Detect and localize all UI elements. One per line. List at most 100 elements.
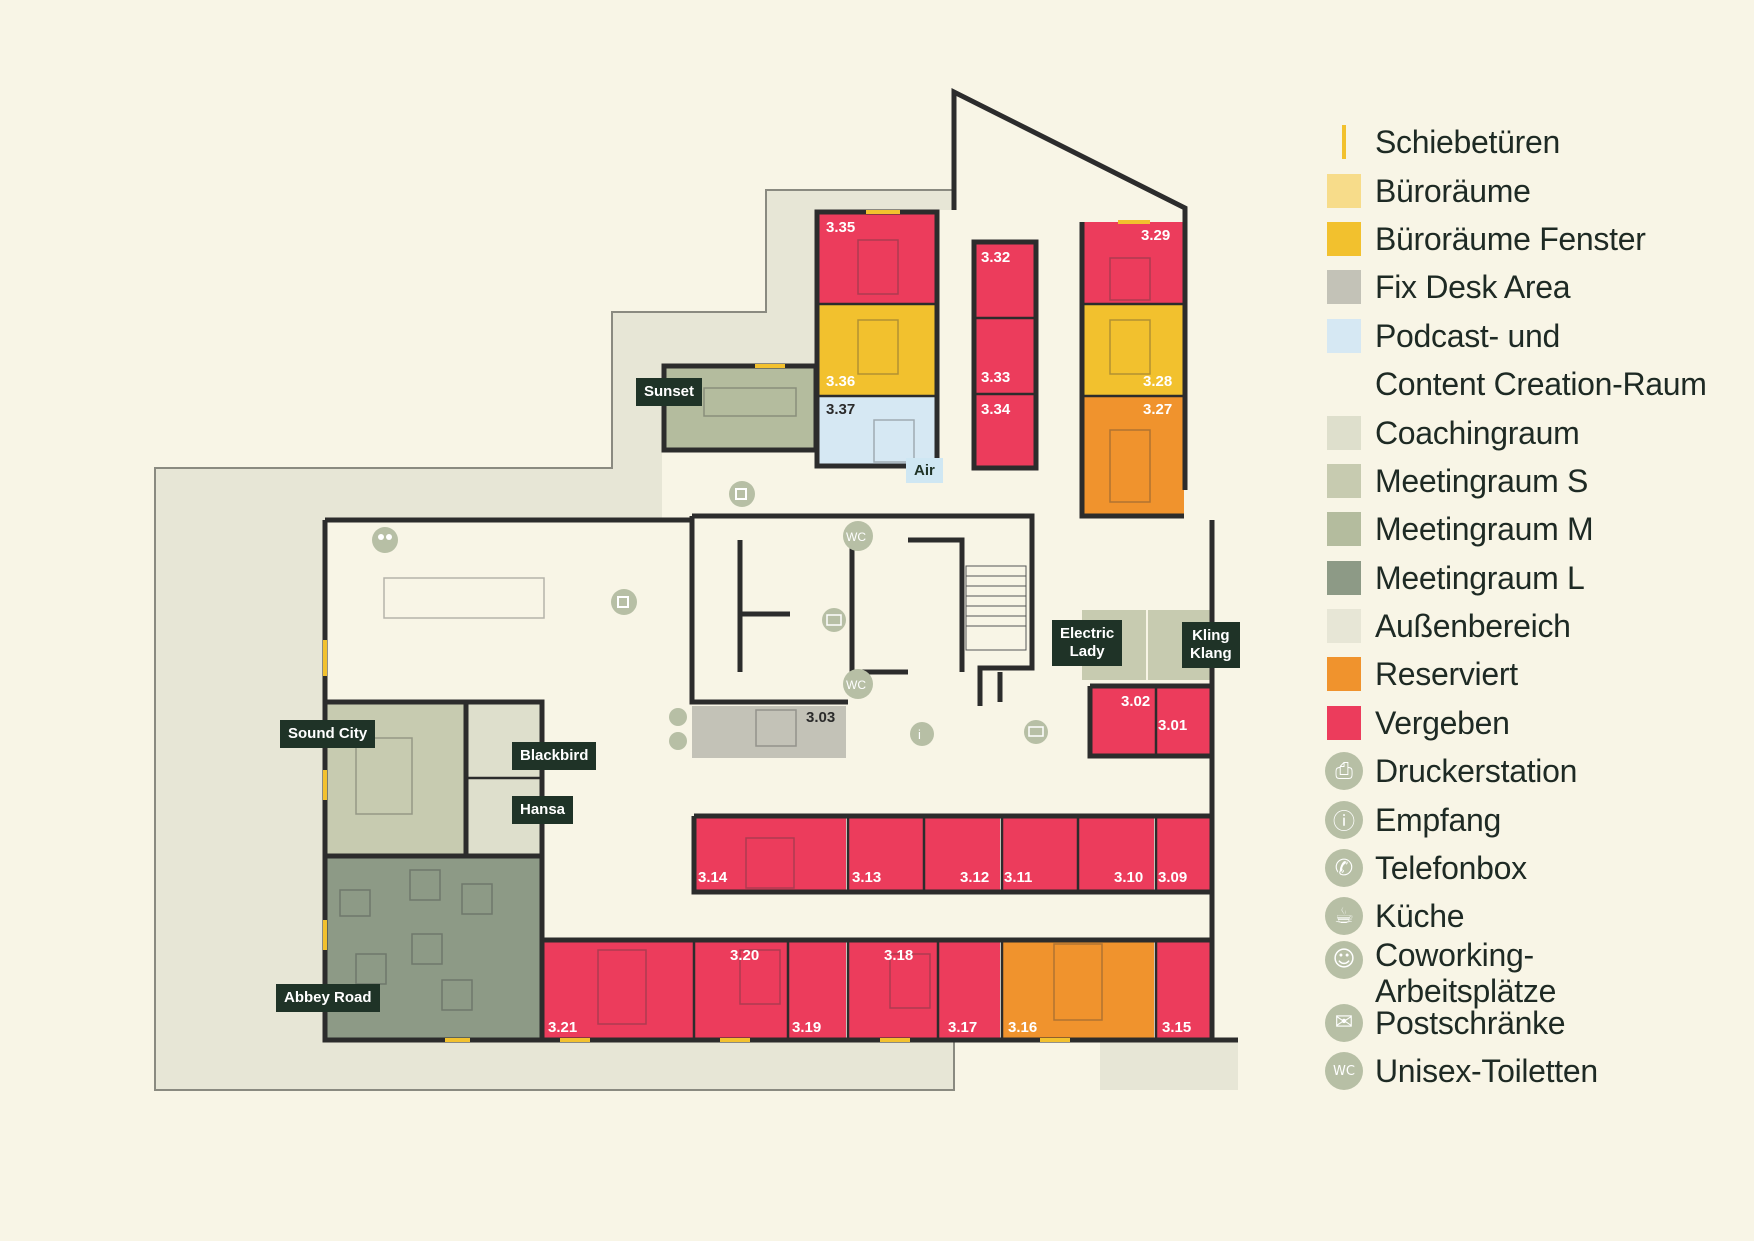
room-3-33[interactable] — [974, 318, 1036, 394]
room-number-335: 3.35 — [826, 219, 855, 236]
legend-item-meeting_l: Meetingraum L — [1320, 554, 1740, 602]
room-3-11[interactable] — [1002, 816, 1078, 892]
room-abbey-road[interactable] — [326, 856, 542, 1040]
legend-label: Content Creation-Raum — [1375, 366, 1707, 403]
room-3-15[interactable] — [1156, 940, 1212, 1040]
room-3-36[interactable] — [817, 304, 937, 396]
tag-sunset[interactable]: Sunset — [636, 378, 703, 406]
legend-label: Büroräume Fenster — [1375, 220, 1646, 257]
room-3-10[interactable] — [1078, 816, 1154, 892]
legend-label: Vergeben — [1375, 704, 1510, 741]
legend-item-kueche: ☕Küche — [1320, 892, 1740, 940]
room-3-17[interactable] — [938, 940, 1000, 1040]
sliding-doors — [323, 210, 1150, 1042]
room-3-13[interactable] — [848, 816, 924, 892]
room-number-332: 3.32 — [981, 249, 1010, 266]
legend-swatch — [1327, 415, 1361, 450]
room-3-32[interactable] — [974, 242, 1036, 318]
mail-icon: ✉ — [1325, 1003, 1363, 1042]
legend-item-fix_desk: Fix Desk Area — [1320, 263, 1740, 311]
legend-item-podcast: Podcast- und — [1320, 312, 1740, 360]
legend-label: Außenbereich — [1375, 608, 1571, 645]
room-3-14[interactable] — [694, 816, 846, 892]
phone-icon: ✆ — [1325, 849, 1363, 888]
legend-label: Coworking- Arbeitsplätze — [1375, 936, 1557, 1009]
wc-map-label: WC — [846, 530, 866, 544]
legend-label: Schiebetüren — [1375, 124, 1560, 161]
mail-map-icon — [822, 608, 846, 632]
room-number-316: 3.16 — [1008, 1019, 1037, 1036]
legend-label: Büroräume — [1375, 172, 1531, 209]
room-3-34[interactable] — [974, 394, 1036, 468]
room-3-16[interactable] — [1002, 940, 1154, 1040]
room-number-334: 3.34 — [981, 401, 1011, 418]
room-number-314: 3.14 — [698, 869, 728, 886]
room-number-320: 3.20 — [730, 947, 759, 964]
room-number-318: 3.18 — [884, 947, 913, 964]
people-icon: ☺ — [1325, 940, 1363, 979]
legend-item-bueroraeume: Büroräume — [1320, 166, 1740, 214]
wc-map-label: WC — [846, 678, 866, 692]
room-number-301: 3.01 — [1158, 717, 1187, 734]
legend-label: Coachingraum — [1375, 414, 1580, 451]
room-number-336: 3.36 — [826, 373, 855, 390]
tag-sound-city[interactable]: Sound City — [280, 720, 376, 748]
legend-item-empfang: ⓘ Empfang — [1320, 795, 1740, 843]
room-3-01[interactable] — [1156, 686, 1212, 756]
legend-item-wc: WC Unisex-Toiletten — [1320, 1047, 1740, 1095]
legend-item-vergeben: Vergeben — [1320, 699, 1740, 747]
legend-label: Postschränke — [1375, 1004, 1566, 1041]
tag-kling-klang[interactable]: Kling Klang — [1182, 622, 1240, 668]
room-number-303: 3.03 — [806, 709, 835, 726]
room-number-333: 3.33 — [981, 369, 1010, 386]
tag-blackbird[interactable]: Blackbird — [512, 742, 597, 770]
wc-icon: WC — [1325, 1052, 1363, 1091]
room-3-37[interactable] — [817, 396, 937, 466]
room-number-327: 3.27 — [1143, 401, 1172, 418]
room-number-329: 3.29 — [1141, 227, 1170, 244]
legend-item-telefon: ✆ Telefonbox — [1320, 844, 1740, 892]
tag-air[interactable]: Air — [906, 458, 943, 483]
room-3-03[interactable] — [692, 706, 846, 758]
room-3-28[interactable] — [1082, 304, 1184, 396]
legend-swatch — [1327, 609, 1361, 644]
legend-label: Unisex-Toiletten — [1375, 1053, 1598, 1090]
tag-abbey-road[interactable]: Abbey Road — [276, 984, 380, 1012]
room-3-12[interactable] — [924, 816, 1000, 892]
legend-label: Empfang — [1375, 801, 1501, 838]
room-3-19[interactable] — [788, 940, 846, 1040]
room-3-29[interactable] — [1082, 222, 1184, 304]
legend-item-schiebetueren: Schiebetüren — [1320, 118, 1740, 166]
legend-label: Meetingraum S — [1375, 462, 1589, 499]
room-3-09[interactable] — [1156, 816, 1212, 892]
legend-label: Telefonbox — [1375, 850, 1527, 887]
room-3-35[interactable] — [817, 212, 937, 304]
printer-icon: ⎙ — [1325, 752, 1363, 791]
room-number-315: 3.15 — [1162, 1019, 1191, 1036]
room-3-27[interactable] — [1082, 396, 1184, 516]
legend-item-post: ✉ Postschränke — [1320, 999, 1740, 1047]
legend-item-bueroraeume_fenster: Büroräume Fenster — [1320, 215, 1740, 263]
info-icon: ⓘ — [1325, 800, 1363, 839]
coworking-map-icon — [372, 527, 398, 553]
legend-item-reserviert: Reserviert — [1320, 650, 1740, 698]
legend-item-coworking: ☺ Coworking- Arbeitsplätze — [1320, 937, 1740, 1009]
legend-label: Druckerstation — [1375, 753, 1578, 790]
room-number-302: 3.02 — [1121, 693, 1150, 710]
printer-map-icon — [1024, 720, 1048, 744]
legend-label: Fix Desk Area — [1375, 269, 1571, 306]
room-number-337: 3.37 — [826, 401, 855, 418]
room-3-20[interactable] — [694, 940, 788, 1040]
legend-item-meeting_m: Meetingraum M — [1320, 505, 1740, 553]
inner-walls — [466, 302, 1184, 1040]
room-3-21[interactable] — [542, 940, 694, 1040]
room-number-313: 3.13 — [852, 869, 881, 886]
phone-map-icon — [669, 708, 687, 750]
legend-swatch — [1327, 657, 1361, 692]
room-3-02[interactable] — [1090, 686, 1156, 756]
tag-hansa[interactable]: Hansa — [512, 796, 574, 824]
tag-electric-lady[interactable]: Electric Lady — [1052, 620, 1123, 666]
wc-map-icon — [843, 521, 873, 699]
legend-item-drucker: ⎙ Druckerstation — [1320, 747, 1740, 795]
room-3-18[interactable] — [848, 940, 938, 1040]
